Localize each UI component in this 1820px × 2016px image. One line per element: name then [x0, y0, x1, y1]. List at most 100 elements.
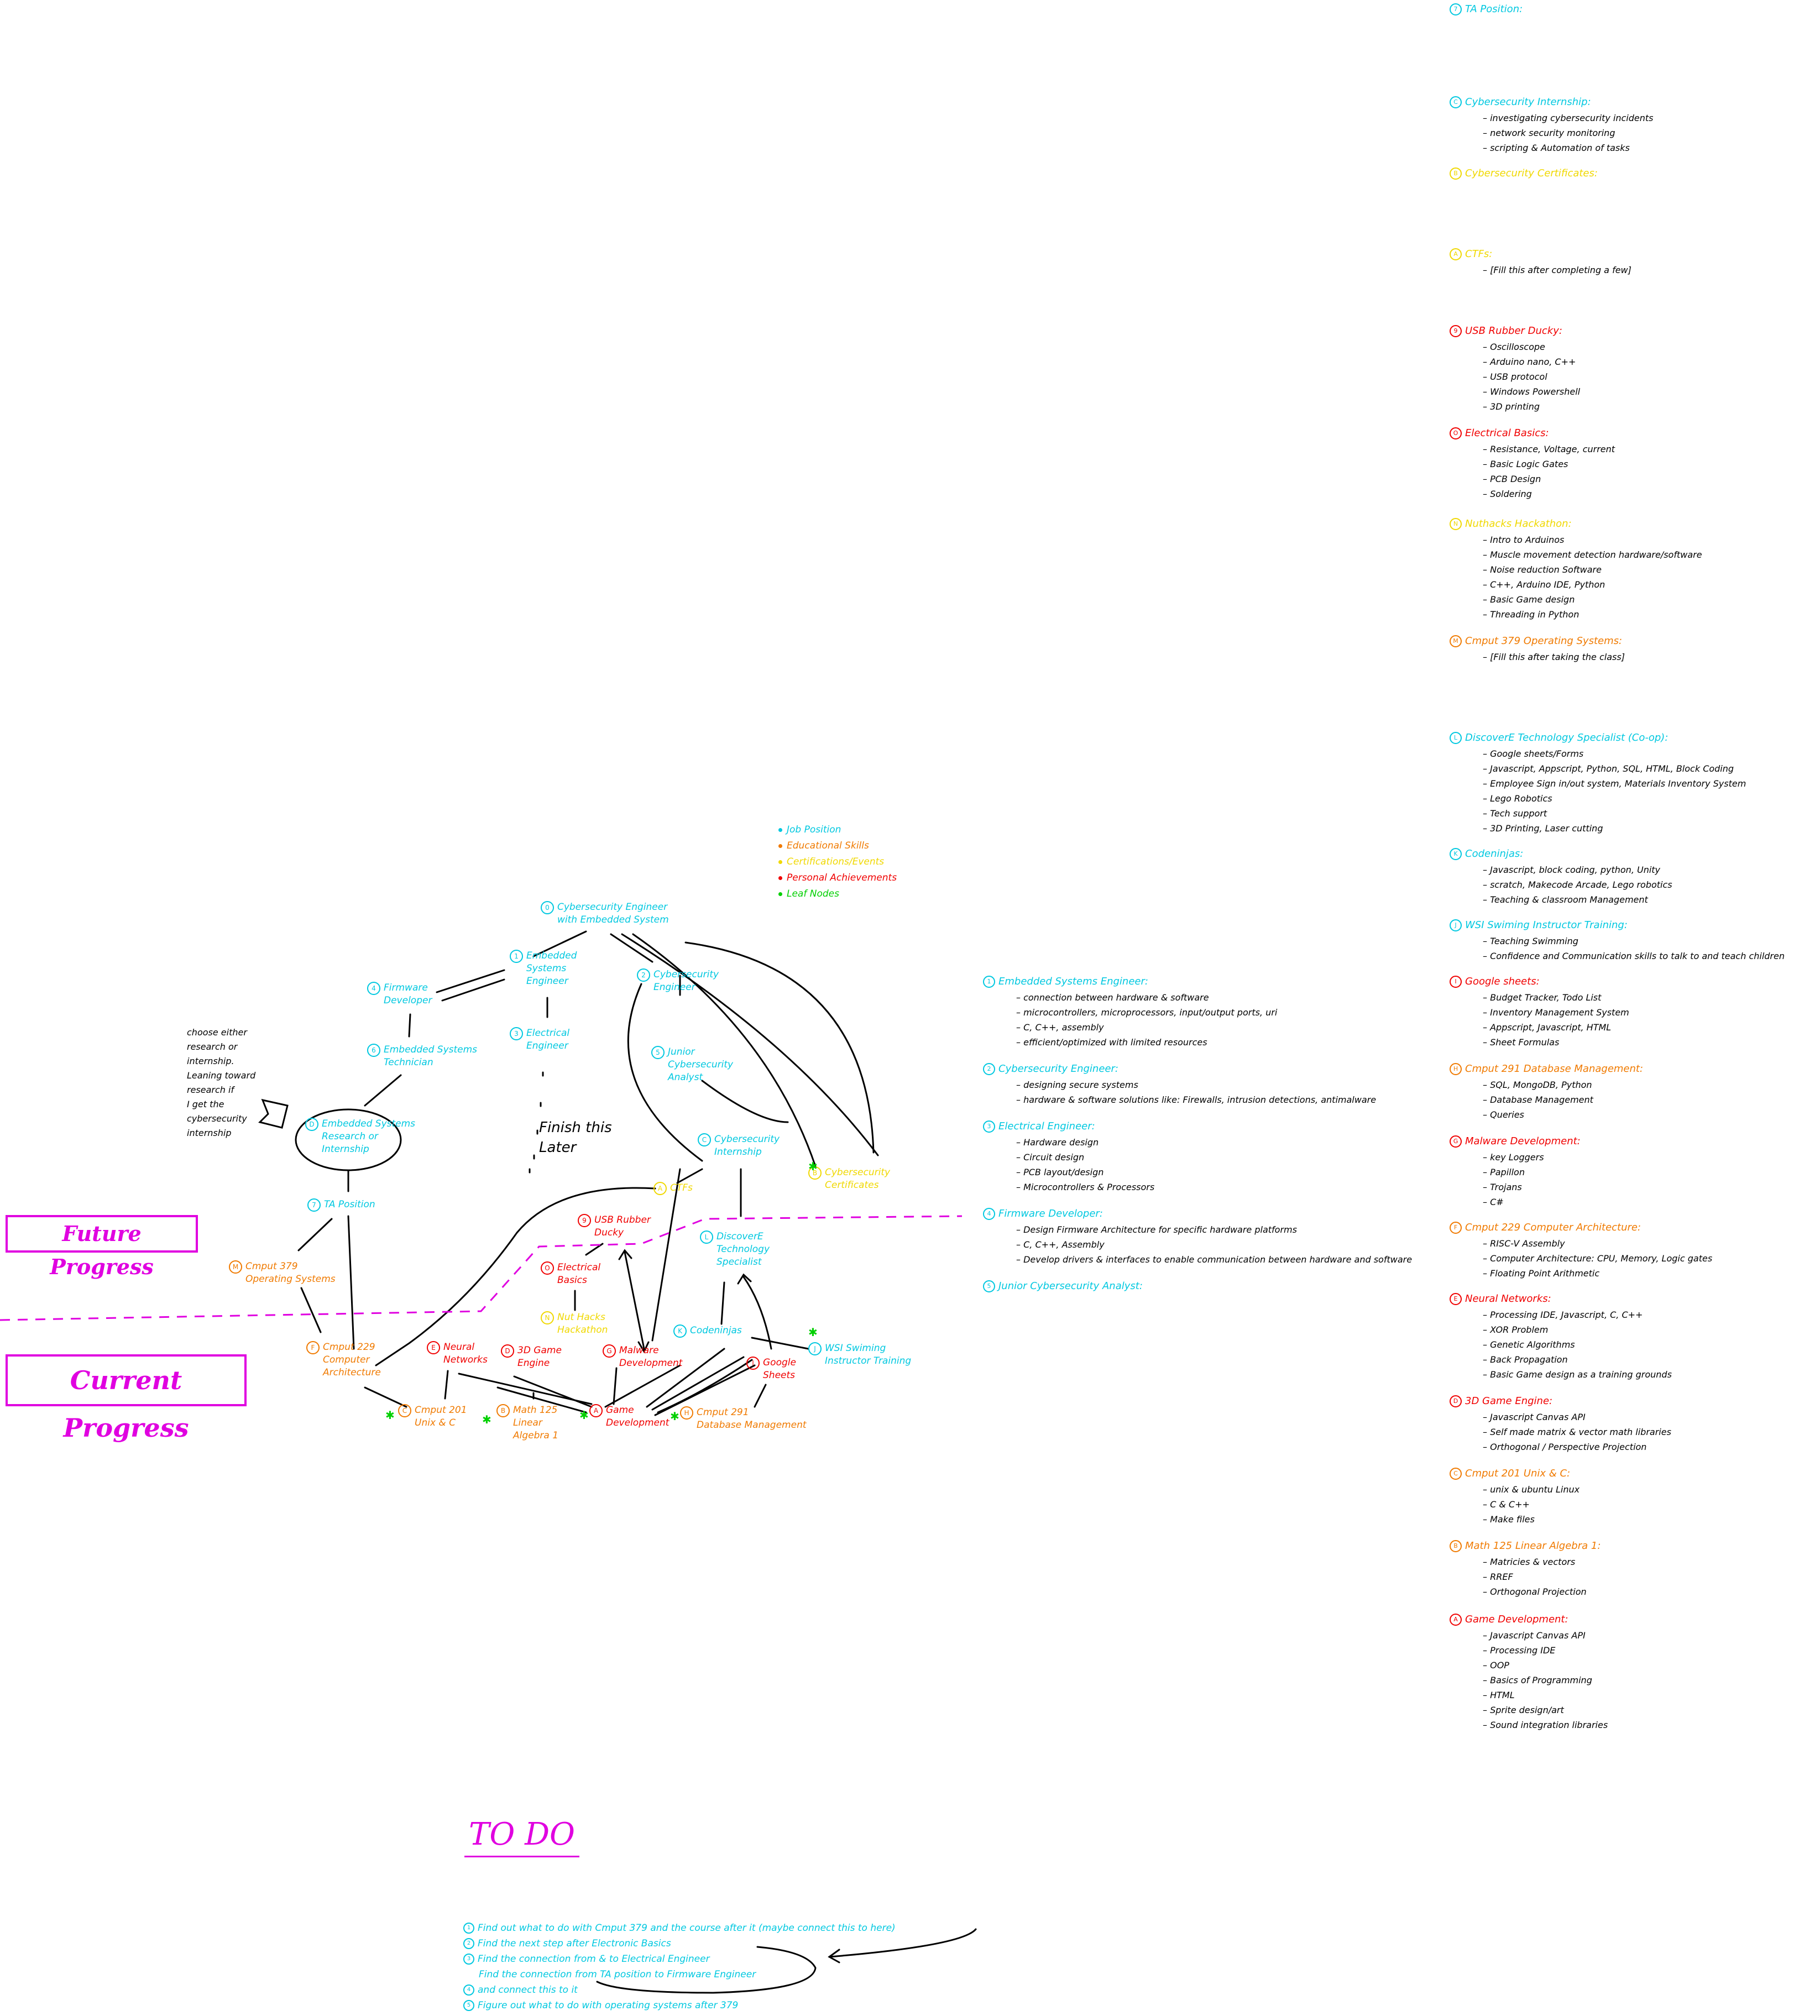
detail-item: unix & ubuntu Linux — [1483, 1482, 1785, 1497]
detail-number-badge: C — [1450, 1468, 1462, 1480]
detail-item: Processing IDE, Javascript, C, C++ — [1483, 1307, 1785, 1322]
detail-title-text: Cybersecurity Internship: — [1465, 96, 1591, 108]
detail-item: Back Propagation — [1483, 1352, 1785, 1367]
detail-item: C++, Arduino IDE, Python — [1483, 577, 1785, 592]
detail-title-text: USB Rubber Ducky: — [1465, 325, 1562, 337]
detail-item: Soldering — [1483, 486, 1785, 501]
todo-number-badge: 2 — [463, 1938, 474, 1949]
detail-item: network security monitoring — [1483, 125, 1785, 140]
detail-item: Make files — [1483, 1512, 1785, 1527]
detail-item: Genetic Algorithms — [1483, 1337, 1785, 1352]
detail-number-badge: E — [1450, 1293, 1462, 1305]
detail-item: scratch, Makecode Arcade, Lego robotics — [1483, 877, 1785, 892]
detail-item: Microcontrollers & Processors — [1016, 1180, 1412, 1195]
detail-item: Appscript, Javascript, HTML — [1483, 1020, 1785, 1035]
detail-items: SQL, MongoDB, PythonDatabase ManagementQ… — [1450, 1077, 1785, 1122]
detail-number-badge: 9 — [1450, 325, 1462, 337]
detail-item: HTML — [1483, 1688, 1785, 1703]
todo-number-badge: 1 — [463, 1923, 474, 1934]
detail-items: Budget Tracker, Todo ListInventory Manag… — [1450, 990, 1785, 1050]
detail-item: Develop drivers & interfaces to enable c… — [1016, 1252, 1412, 1267]
detail-item: scripting & Automation of tasks — [1483, 140, 1785, 155]
detail-item: Matricies & vectors — [1483, 1554, 1785, 1569]
detail-title-text: Neural Networks: — [1465, 1293, 1551, 1305]
todo-item-text: and connect this to it — [478, 1984, 578, 1996]
legend-item-certifications: Certifications/Events — [778, 854, 897, 870]
detail-item: Noise reduction Software — [1483, 562, 1785, 577]
detail-title-text: Electrical Basics: — [1465, 427, 1549, 439]
detail-items: unix & ubuntu LinuxC & C++Make files — [1450, 1482, 1785, 1527]
detail-item: Javascript, block coding, python, Unity — [1483, 862, 1785, 877]
leaf-star-icon: ✱ — [482, 1413, 491, 1426]
detail-number-badge: N — [1450, 518, 1462, 530]
todo-number-badge: 3 — [463, 1954, 474, 1965]
detail-item: Design Firmware Architecture for specifi… — [1016, 1222, 1412, 1237]
detail-number-badge: B — [1450, 167, 1462, 180]
detail-item: Papillon — [1483, 1165, 1785, 1180]
detail-items: Intro to ArduinosMuscle movement detecti… — [1450, 532, 1785, 622]
detail-number-badge: L — [1450, 732, 1462, 744]
detail-item: 3D Printing, Laser cutting — [1483, 821, 1785, 836]
detail-title-text: Cmput 229 Computer Architecture: — [1465, 1222, 1641, 1233]
todo-number-badge: 5 — [463, 2000, 474, 2011]
detail-item: efficient/optimized with limited resourc… — [1016, 1035, 1412, 1050]
detail-item: Floating Point Arithmetic — [1483, 1266, 1785, 1281]
detail-title-text: Malware Development: — [1465, 1135, 1581, 1147]
detail-item: [Fill this after completing a few] — [1483, 263, 1785, 277]
detail-number-badge: H — [1450, 1063, 1462, 1075]
todo-item-text: Find the next step after Electronic Basi… — [478, 1938, 671, 1949]
todo-item: Find the connection from TA position to … — [463, 1967, 896, 1982]
detail-title-text: Cmput 201 Unix & C: — [1465, 1468, 1571, 1479]
detail-items: [Fill this after completing a few] — [1450, 263, 1785, 277]
leaf-star-icon: ✱ — [808, 1160, 818, 1173]
detail-item: Self made matrix & vector math libraries — [1483, 1425, 1785, 1439]
detail-item: Javascript Canvas API — [1483, 1410, 1785, 1425]
